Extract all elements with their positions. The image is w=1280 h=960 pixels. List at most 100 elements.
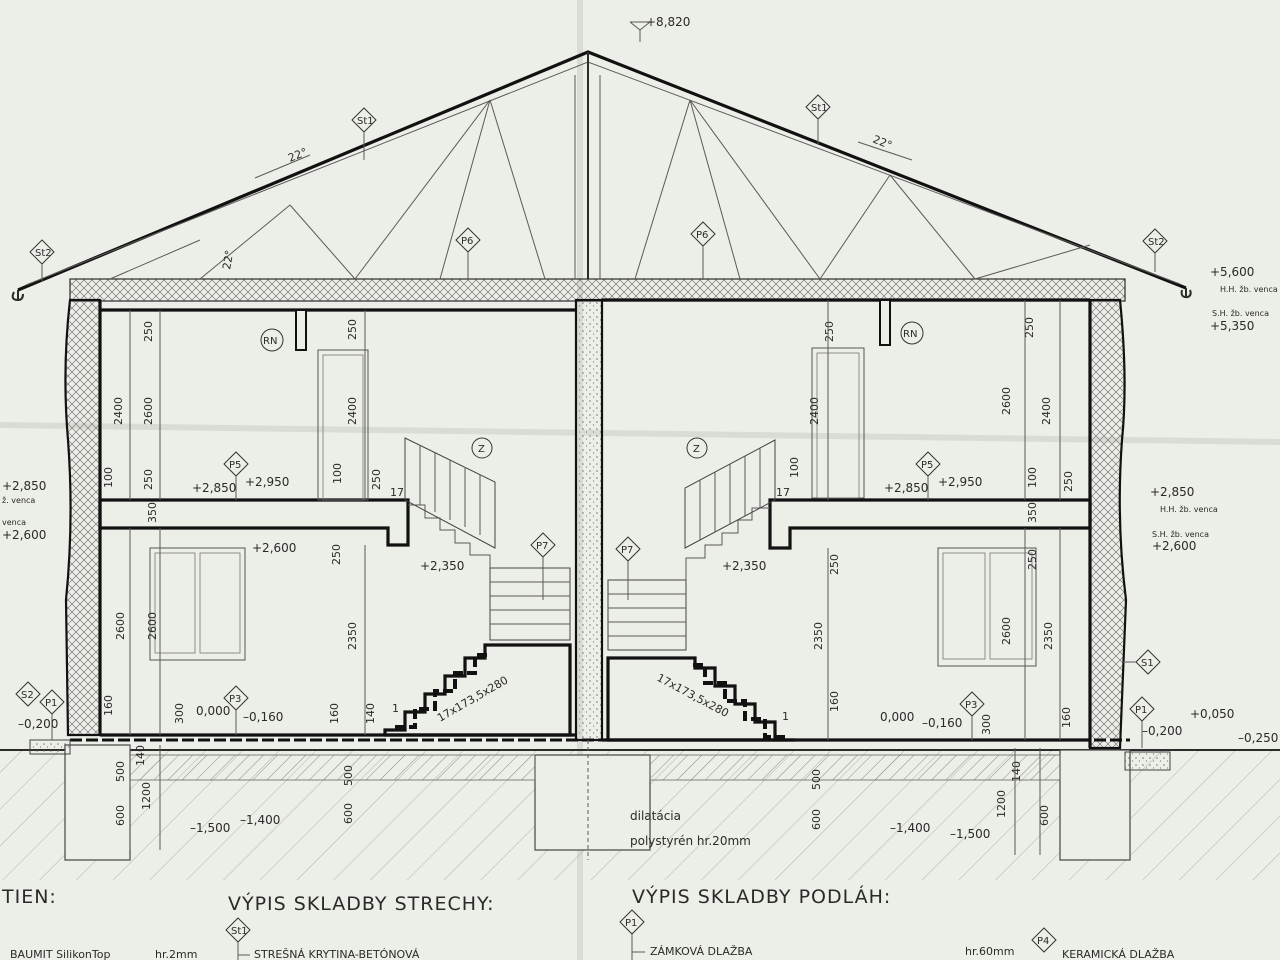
svg-text:St2: St2 bbox=[35, 248, 52, 259]
svg-text:1200: 1200 bbox=[140, 782, 153, 810]
svg-text:500: 500 bbox=[114, 761, 127, 782]
tag-p1-right: P1 bbox=[1129, 696, 1155, 748]
svg-text:P7: P7 bbox=[621, 545, 633, 556]
svg-text:100: 100 bbox=[331, 463, 344, 484]
svg-text:2600: 2600 bbox=[1000, 617, 1013, 645]
svg-text:+2,850: +2,850 bbox=[2, 479, 46, 493]
gutter-right bbox=[1180, 289, 1192, 299]
svg-text:venca: venca bbox=[2, 518, 26, 527]
dilatation-material: polystyrén hr.20mm bbox=[630, 834, 751, 848]
level-left-m1500: –1,500 bbox=[190, 821, 230, 835]
svg-text:STREŠNÁ KRYTINA-BETÓNOVÁ: STREŠNÁ KRYTINA-BETÓNOVÁ bbox=[254, 948, 420, 960]
svg-text:S.H. žb. venca: S.H. žb. venca bbox=[1212, 309, 1269, 318]
svg-text:ž. venca: ž. venca bbox=[2, 496, 35, 505]
schedules: TIEN: BAUMIT SilikonTop hr.2mm VÝPIS SKL… bbox=[1, 885, 1175, 960]
truss-webs-left bbox=[109, 75, 576, 280]
mid-slab-right bbox=[768, 498, 1092, 550]
window-ground-right bbox=[937, 547, 1037, 667]
right-exterior-wall bbox=[1088, 298, 1128, 750]
ceiling-insulation bbox=[69, 278, 1126, 302]
level-left-m0160: –0,160 bbox=[243, 710, 283, 724]
level-right-m0250: –0,250 bbox=[1238, 731, 1278, 745]
svg-text:300: 300 bbox=[173, 703, 186, 724]
svg-text:P7: P7 bbox=[536, 541, 548, 552]
level-left-2850: +2,850 bbox=[192, 481, 236, 495]
svg-text:500: 500 bbox=[342, 765, 355, 786]
svg-text:Z: Z bbox=[478, 444, 485, 455]
stairs-right: 17x173,5x280 1 bbox=[606, 439, 795, 742]
svg-text:600: 600 bbox=[342, 803, 355, 824]
door-upper-left bbox=[317, 349, 369, 501]
svg-text:2400: 2400 bbox=[1040, 397, 1053, 425]
stairs-left: 17x173,5x280 1 bbox=[383, 437, 572, 737]
svg-text:+5,350: +5,350 bbox=[1210, 319, 1254, 333]
svg-text:1: 1 bbox=[392, 702, 399, 715]
stair-label-right: 17x173,5x280 bbox=[655, 671, 731, 720]
level-right-m0160: –0,160 bbox=[922, 716, 962, 730]
svg-text:250: 250 bbox=[142, 321, 155, 342]
tag-p1-left: P1 bbox=[39, 689, 65, 740]
svg-text:P3: P3 bbox=[965, 700, 977, 711]
annotations-left: RN Z P5 P7 P3 P1 S2 +2,850 +2,950 +2,600… bbox=[15, 310, 556, 850]
walls bbox=[64, 298, 1130, 750]
svg-text:600: 600 bbox=[1038, 805, 1051, 826]
gravel-right bbox=[1124, 751, 1171, 771]
party-wall bbox=[574, 298, 604, 742]
footing-left bbox=[64, 744, 131, 861]
svg-text:100: 100 bbox=[1026, 467, 1039, 488]
svg-text:H.H. žb. venca: H.H. žb. venca bbox=[1220, 285, 1278, 294]
level-left-m0200: –0,200 bbox=[18, 717, 58, 731]
svg-text:2400: 2400 bbox=[346, 397, 359, 425]
svg-text:RN: RN bbox=[903, 329, 917, 340]
svg-text:S.H. žb. venca: S.H. žb. venca bbox=[1152, 530, 1209, 539]
tag-st2-left: St2 bbox=[29, 239, 55, 282]
tag-st1-right: St1 bbox=[805, 94, 831, 145]
level-right-2950: +2,950 bbox=[938, 475, 982, 489]
level-right-p0050: +0,050 bbox=[1190, 707, 1234, 721]
svg-text:1: 1 bbox=[782, 710, 789, 723]
svg-text:600: 600 bbox=[114, 805, 127, 826]
downstand-beam-right bbox=[879, 299, 891, 346]
level-right-m1400: –1,400 bbox=[890, 821, 930, 835]
level-right-2350: +2,350 bbox=[722, 559, 766, 573]
svg-text:250: 250 bbox=[1023, 317, 1036, 338]
svg-text:2600: 2600 bbox=[1000, 387, 1013, 415]
annotations-right: RN Z P5 P7 P3 P1 S1 +2,850 +2,950 +2,350… bbox=[615, 300, 1278, 855]
tag-rn-left: RN bbox=[260, 328, 284, 352]
svg-text:140: 140 bbox=[134, 745, 147, 766]
svg-text:17: 17 bbox=[390, 486, 404, 499]
svg-text:St1: St1 bbox=[231, 926, 248, 937]
eave-angle-left: 22° bbox=[220, 249, 236, 270]
svg-text:St1: St1 bbox=[357, 116, 374, 127]
svg-text:17: 17 bbox=[776, 486, 790, 499]
svg-text:P4: P4 bbox=[1037, 936, 1049, 947]
walls-schedule-heading: TIEN: bbox=[1, 886, 57, 908]
level-right-0000: 0,000 bbox=[880, 710, 914, 724]
tag-p5-right: P5 bbox=[915, 451, 941, 500]
svg-text:250: 250 bbox=[346, 319, 359, 340]
level-right-m0200: –0,200 bbox=[1142, 724, 1182, 738]
svg-text:140: 140 bbox=[1010, 761, 1023, 782]
svg-text:2350: 2350 bbox=[1042, 622, 1055, 650]
floor-schedule-heading: VÝPIS SKLADBY PODLÁH: bbox=[632, 885, 891, 908]
svg-text:+5,600: +5,600 bbox=[1210, 265, 1254, 279]
svg-text:1200: 1200 bbox=[995, 790, 1008, 818]
levels-right-side: +5,600 H.H. žb. venca S.H. žb. venca +5,… bbox=[1150, 265, 1278, 553]
svg-text:500: 500 bbox=[810, 769, 823, 790]
tag-p3-right: P3 bbox=[959, 691, 985, 740]
svg-text:+2,600: +2,600 bbox=[2, 528, 46, 542]
level-mark-top bbox=[629, 21, 651, 31]
svg-text:2350: 2350 bbox=[812, 622, 825, 650]
svg-text:250: 250 bbox=[828, 554, 841, 575]
svg-text:250: 250 bbox=[142, 469, 155, 490]
svg-text:2400: 2400 bbox=[112, 397, 125, 425]
svg-text:160: 160 bbox=[1060, 707, 1073, 728]
svg-text:2600: 2600 bbox=[114, 612, 127, 640]
tag-st1-left: St1 bbox=[351, 107, 377, 160]
tag-s1-right: S1 bbox=[1122, 649, 1161, 675]
svg-text:hr.2mm: hr.2mm bbox=[155, 948, 197, 960]
svg-text:300: 300 bbox=[980, 714, 993, 735]
svg-text:160: 160 bbox=[328, 703, 341, 724]
level-left-0000: 0,000 bbox=[196, 704, 230, 718]
